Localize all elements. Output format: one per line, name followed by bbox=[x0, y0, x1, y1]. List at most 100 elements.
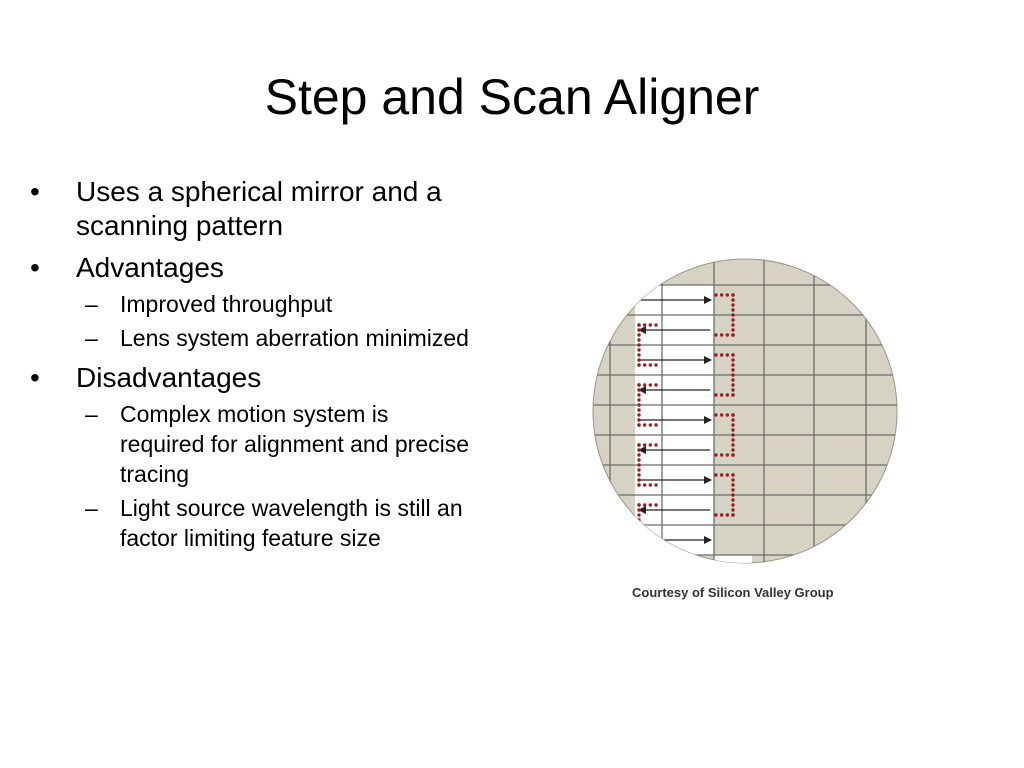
scan-turn-dots bbox=[731, 293, 735, 297]
sub-bullet-text: Improved throughput bbox=[120, 291, 333, 317]
scan-turn-dots bbox=[714, 473, 718, 477]
scan-turn-dots bbox=[654, 503, 658, 507]
scan-turn-dots bbox=[637, 323, 641, 327]
scan-turn-dots bbox=[637, 408, 641, 412]
scan-turn-dots bbox=[637, 473, 641, 477]
scan-arrow-head bbox=[704, 416, 712, 424]
scan-turn-dots bbox=[637, 353, 641, 357]
scan-turn-dots bbox=[731, 393, 735, 397]
bullet-item: • Advantages bbox=[30, 251, 470, 285]
dash-marker: – bbox=[85, 401, 98, 427]
slide-title: Step and Scan Aligner bbox=[264, 69, 760, 125]
scan-turn-dots bbox=[642, 543, 647, 547]
scan-turn-dots bbox=[731, 453, 735, 457]
scan-turn-dots bbox=[731, 298, 735, 302]
scan-arrow-head bbox=[638, 386, 646, 394]
scan-turn-dots bbox=[719, 353, 724, 357]
scan-turn-dots bbox=[731, 513, 735, 517]
scan-turn-dots bbox=[719, 453, 724, 457]
scan-turn-dots bbox=[648, 543, 653, 547]
scan-turn-dots bbox=[648, 323, 653, 327]
scan-arrow-head bbox=[638, 326, 646, 334]
dash-marker: – bbox=[85, 495, 98, 521]
scan-turn-dots bbox=[637, 503, 641, 507]
scan-turn-dots bbox=[637, 478, 641, 482]
bullet-item: • Disadvantages bbox=[30, 361, 470, 395]
scan-turn-dots bbox=[654, 483, 658, 487]
scan-turn-dots bbox=[731, 333, 735, 337]
scan-turn-dots bbox=[648, 443, 653, 447]
scan-turn-dots bbox=[714, 453, 718, 457]
scan-turn-dots bbox=[731, 328, 735, 332]
scan-turn-dots bbox=[731, 438, 735, 442]
scan-turn-dots bbox=[731, 488, 735, 492]
scan-turn-dots bbox=[719, 513, 724, 517]
sub-bullet-item: – Improved throughput bbox=[30, 289, 470, 319]
bullet-text: Advantages bbox=[76, 252, 224, 283]
scan-turn-dots bbox=[654, 383, 658, 387]
scan-turn-dots bbox=[654, 543, 658, 547]
scan-turn-dots bbox=[637, 403, 641, 407]
scan-turn-dots bbox=[731, 323, 735, 327]
scan-turn-dots bbox=[719, 293, 724, 297]
scan-arrow-head bbox=[704, 536, 712, 544]
scan-turn-dots bbox=[731, 383, 735, 387]
scan-turn-dots bbox=[642, 503, 647, 507]
scan-turn-dots bbox=[637, 523, 641, 527]
scan-turn-dots bbox=[719, 333, 724, 337]
scan-turn-dots bbox=[731, 498, 735, 502]
bullet-marker: • bbox=[30, 362, 40, 393]
scan-turn-dots bbox=[719, 473, 724, 477]
scan-turn-dots bbox=[648, 363, 653, 367]
scan-turn-dots bbox=[637, 528, 641, 532]
scan-turn-dots bbox=[731, 418, 735, 422]
scan-turn-dots bbox=[731, 443, 735, 447]
scan-turn-dots bbox=[637, 543, 641, 547]
scan-turn-dots bbox=[725, 293, 730, 297]
scan-turn-dots bbox=[648, 503, 653, 507]
bullet-marker: • bbox=[30, 176, 40, 207]
scan-turn-dots bbox=[637, 363, 641, 367]
figure-caption: Courtesy of Silicon Valley Group bbox=[632, 585, 834, 600]
scan-turn-dots bbox=[731, 313, 735, 317]
scan-turn-dots bbox=[637, 468, 641, 472]
scan-turn-dots bbox=[714, 413, 718, 417]
scan-turn-dots bbox=[648, 423, 653, 427]
scan-turn-dots bbox=[731, 363, 735, 367]
scan-turn-dots bbox=[637, 483, 641, 487]
scan-turn-dots bbox=[731, 373, 735, 377]
bullet-text: Disadvantages bbox=[76, 362, 262, 393]
scan-turn-dots bbox=[719, 413, 724, 417]
scan-turn-dots bbox=[731, 308, 735, 312]
scan-turn-dots bbox=[637, 538, 641, 542]
scan-arrow-head bbox=[638, 446, 646, 454]
scan-arrow-head bbox=[704, 356, 712, 364]
scan-turn-dots bbox=[731, 358, 735, 362]
scan-turn-dots bbox=[637, 328, 641, 332]
scan-turn-dots bbox=[725, 473, 730, 477]
scan-turn-dots bbox=[637, 358, 641, 362]
bullet-list: • Uses a spherical mirror and a scanning… bbox=[30, 175, 470, 553]
bullet-item: • Uses a spherical mirror and a scanning… bbox=[30, 175, 470, 243]
wafer-grid bbox=[593, 259, 897, 563]
scan-turn-dots bbox=[637, 508, 641, 512]
scan-turn-dots bbox=[731, 318, 735, 322]
scan-turn-dots bbox=[637, 413, 641, 417]
scan-arrow-head bbox=[704, 296, 712, 304]
scan-turn-dots bbox=[731, 368, 735, 372]
dash-marker: – bbox=[85, 325, 98, 351]
wafer-figure: Courtesy of Silicon Valley Group bbox=[590, 258, 900, 608]
scan-arrow-head bbox=[638, 506, 646, 514]
sub-bullet-text: Complex motion system is required for al… bbox=[120, 401, 470, 487]
scan-turn-dots bbox=[731, 423, 735, 427]
scan-turn-dots bbox=[637, 418, 641, 422]
scan-turn-dots bbox=[731, 448, 735, 452]
scan-turn-dots bbox=[637, 543, 641, 547]
sub-bullet-item: – Light source wavelength is still an fa… bbox=[30, 493, 470, 553]
scan-turn-dots bbox=[731, 353, 735, 357]
scan-turn-dots bbox=[731, 478, 735, 482]
scan-turn-dots bbox=[714, 333, 718, 337]
scan-turn-dots bbox=[642, 423, 647, 427]
scan-turn-dots bbox=[719, 393, 724, 397]
